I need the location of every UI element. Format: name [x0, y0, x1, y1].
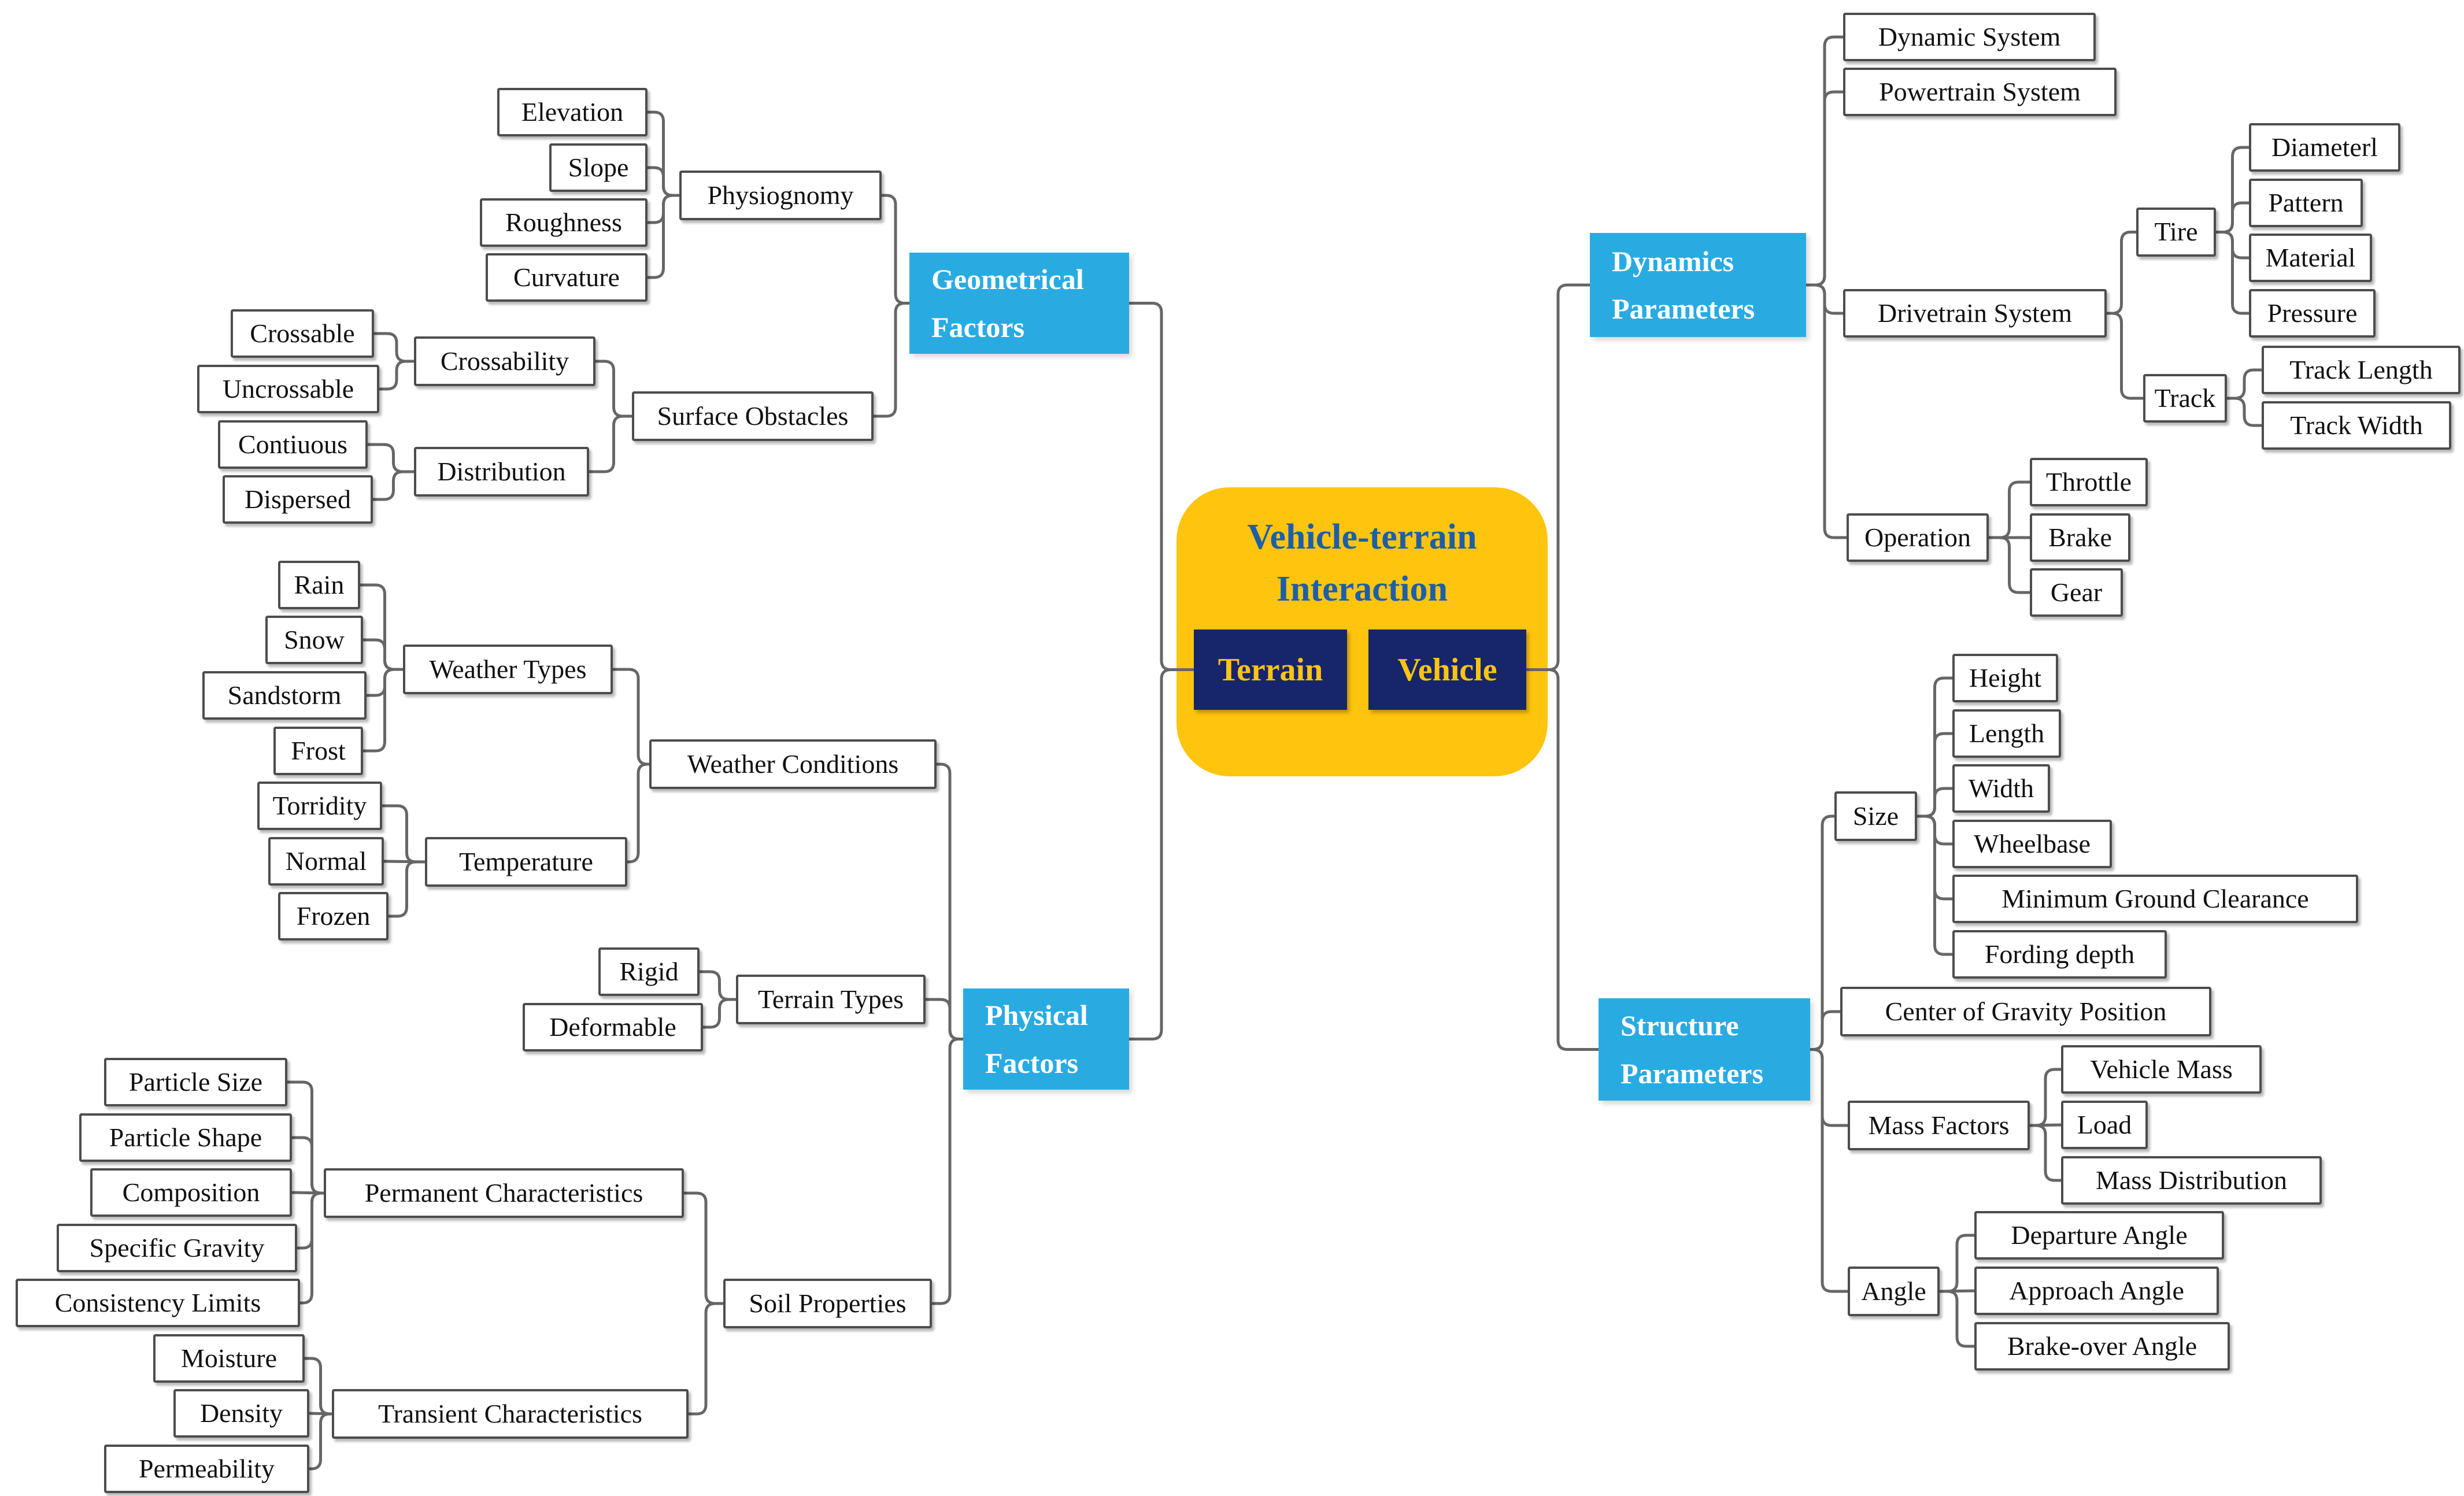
node-load: Load	[2061, 1101, 2148, 1149]
node-powertrain-system: Powertrain System	[1843, 68, 2117, 116]
node-slope: Slope	[549, 143, 648, 192]
node-fording-depth: Fording depth	[1952, 930, 2167, 979]
node-composition: Composition	[90, 1168, 292, 1217]
node-crossable: Crossable	[231, 309, 374, 358]
node-contiuous: Contiuous	[218, 420, 368, 469]
node-permeability: Permeability	[104, 1445, 309, 1493]
node-throttle: Throttle	[2030, 458, 2148, 506]
node-specific-gravity: Specific Gravity	[57, 1224, 297, 1272]
node-angle: Angle	[1848, 1267, 1940, 1316]
node-weather-conditions: Weather Conditions	[649, 739, 937, 789]
node-size: Size	[1834, 791, 1917, 841]
node-pattern: Pattern	[2249, 179, 2363, 227]
node-elevation: Elevation	[497, 88, 648, 136]
node-sandstorm: Sandstorm	[202, 671, 367, 720]
node-departure-angle: Departure Angle	[1974, 1211, 2224, 1260]
node-terrain-types: Terrain Types	[736, 975, 926, 1024]
node-height: Height	[1952, 654, 2058, 702]
node-approach-angle: Approach Angle	[1974, 1267, 2219, 1315]
node-operation: Operation	[1847, 513, 1989, 562]
node-deformable: Deformable	[523, 1003, 703, 1051]
node-distribution: Distribution	[414, 447, 589, 497]
node-wheelbase: Wheelbase	[1952, 820, 2112, 868]
node-uncrossable: Uncrossable	[197, 365, 379, 413]
node-transient-characteristics: Transient Characteristics	[332, 1389, 689, 1439]
node-center-of-gravity-position: Center of Gravity Position	[1840, 987, 2211, 1036]
node-brake-over-angle: Brake-over Angle	[1974, 1322, 2230, 1371]
node-surface-obstacles: Surface Obstacles	[632, 391, 874, 441]
node-particle-shape: Particle Shape	[79, 1113, 292, 1162]
node-dispersed: Dispersed	[223, 475, 373, 524]
node-weather-types: Weather Types	[403, 645, 613, 694]
node-mass-factors: Mass Factors	[1848, 1101, 2030, 1150]
node-tire: Tire	[2136, 208, 2216, 257]
node-rigid: Rigid	[598, 947, 700, 996]
center-node-title: Vehicle-terrain Interaction	[1247, 517, 1477, 609]
node-minimum-ground-clearance: Minimum Ground Clearance	[1952, 875, 2358, 923]
node-brake: Brake	[2030, 513, 2130, 562]
node-physical-factors: Physical Factors	[963, 988, 1129, 1090]
node-material: Material	[2249, 234, 2372, 282]
node-moisture: Moisture	[153, 1334, 305, 1383]
node-geometrical-factors: Geometrical Factors	[909, 253, 1129, 354]
node-temperature: Temperature	[425, 837, 627, 887]
node-soil-properties: Soil Properties	[723, 1279, 932, 1328]
node-curvature: Curvature	[486, 253, 648, 302]
node-normal: Normal	[268, 837, 384, 886]
node-gear: Gear	[2030, 568, 2123, 617]
node-terrain: Terrain	[1194, 629, 1347, 710]
node-dynamic-system: Dynamic System	[1843, 13, 2096, 61]
node-roughness: Roughness	[480, 198, 648, 247]
node-drivetrain-system: Drivetrain System	[1843, 289, 2107, 338]
node-permanent-characteristics: Permanent Characteristics	[324, 1168, 684, 1218]
node-torridity: Torridity	[257, 782, 382, 830]
node-pressure: Pressure	[2249, 289, 2376, 338]
node-rain: Rain	[278, 561, 360, 609]
node-vehicle-mass: Vehicle Mass	[2061, 1045, 2262, 1094]
node-physiognomy: Physiognomy	[679, 171, 882, 220]
node-frozen: Frozen	[278, 892, 389, 940]
node-width: Width	[1952, 764, 2050, 813]
node-mass-distribution: Mass Distribution	[2061, 1156, 2322, 1205]
node-track-width: Track Width	[2262, 401, 2451, 450]
node-track-length: Track Length	[2262, 346, 2461, 394]
node-crossability: Crossability	[414, 336, 595, 386]
node-track: Track	[2143, 374, 2227, 423]
node-particle-size: Particle Size	[104, 1058, 287, 1106]
node-structure-parameters: Structure Parameters	[1599, 998, 1810, 1101]
node-consistency-limits: Consistency Limits	[16, 1279, 300, 1327]
node-vehicle: Vehicle	[1368, 629, 1526, 710]
node-diameterl: Diameterl	[2249, 123, 2400, 172]
node-dynamics-parameters: Dynamics Parameters	[1590, 233, 1806, 337]
node-length: Length	[1952, 709, 2061, 758]
node-snow: Snow	[265, 616, 363, 664]
node-frost: Frost	[273, 727, 363, 775]
node-density: Density	[173, 1389, 309, 1438]
